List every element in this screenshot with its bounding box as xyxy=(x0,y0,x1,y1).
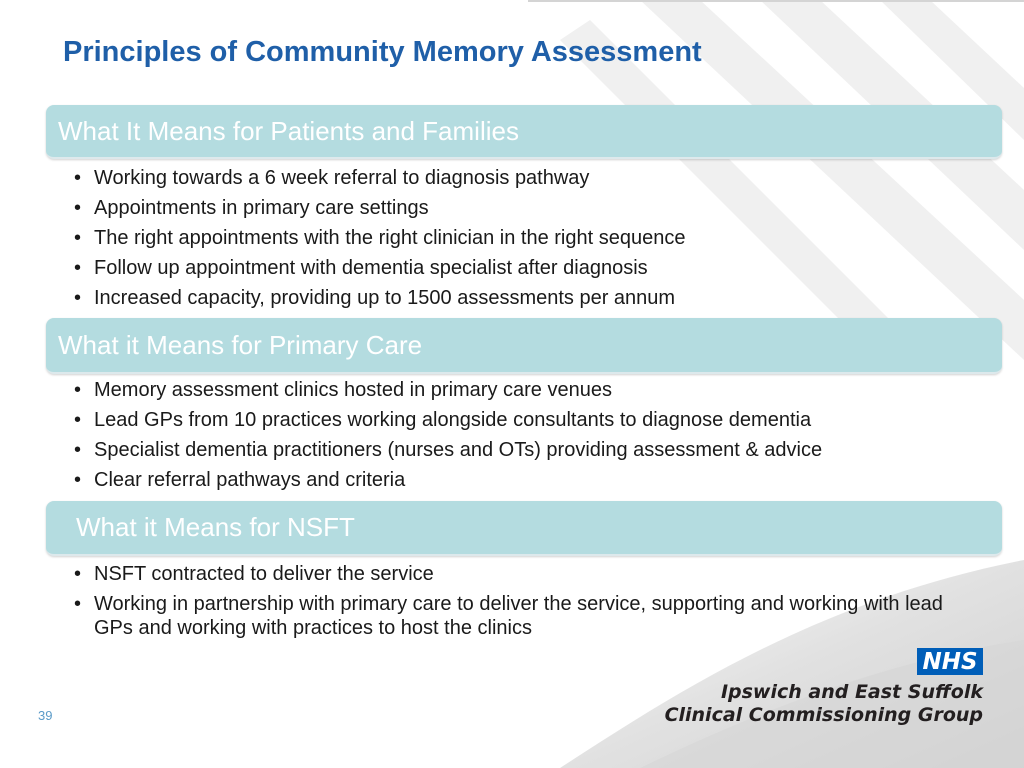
bullet-list-nsft: NSFT contracted to deliver the service W… xyxy=(74,562,954,646)
slide-title: Principles of Community Memory Assessmen… xyxy=(63,36,702,68)
list-item: Appointments in primary care settings xyxy=(74,196,994,220)
list-item: Working in partnership with primary care… xyxy=(74,592,954,640)
organisation-name: Ipswich and East Suffolk Clinical Commis… xyxy=(665,681,983,727)
list-item: Specialist dementia practitioners (nurse… xyxy=(74,438,994,462)
list-item: Memory assessment clinics hosted in prim… xyxy=(74,378,994,402)
section-header-nsft: What it Means for NSFT xyxy=(46,501,1002,556)
bullet-list-patients-families: Working towards a 6 week referral to dia… xyxy=(74,166,994,316)
section-header-primary-care: What it Means for Primary Care xyxy=(46,318,1002,374)
list-item: NSFT contracted to deliver the service xyxy=(74,562,954,586)
bullet-list-primary-care: Memory assessment clinics hosted in prim… xyxy=(74,378,994,498)
nhs-logo: NHS xyxy=(917,648,983,675)
page-number: 39 xyxy=(38,708,53,723)
organisation-name-line-1: Ipswich and East Suffolk xyxy=(720,681,983,703)
section-header-patients-families: What It Means for Patients and Families xyxy=(46,105,1002,159)
list-item: Increased capacity, providing up to 1500… xyxy=(74,286,994,310)
list-item: The right appointments with the right cl… xyxy=(74,226,994,250)
organisation-name-line-2: Clinical Commissioning Group xyxy=(664,704,983,726)
list-item: Working towards a 6 week referral to dia… xyxy=(74,166,994,190)
list-item: Follow up appointment with dementia spec… xyxy=(74,256,994,280)
list-item: Lead GPs from 10 practices working along… xyxy=(74,408,994,432)
top-rule xyxy=(528,0,1024,2)
list-item: Clear referral pathways and criteria xyxy=(74,468,994,492)
